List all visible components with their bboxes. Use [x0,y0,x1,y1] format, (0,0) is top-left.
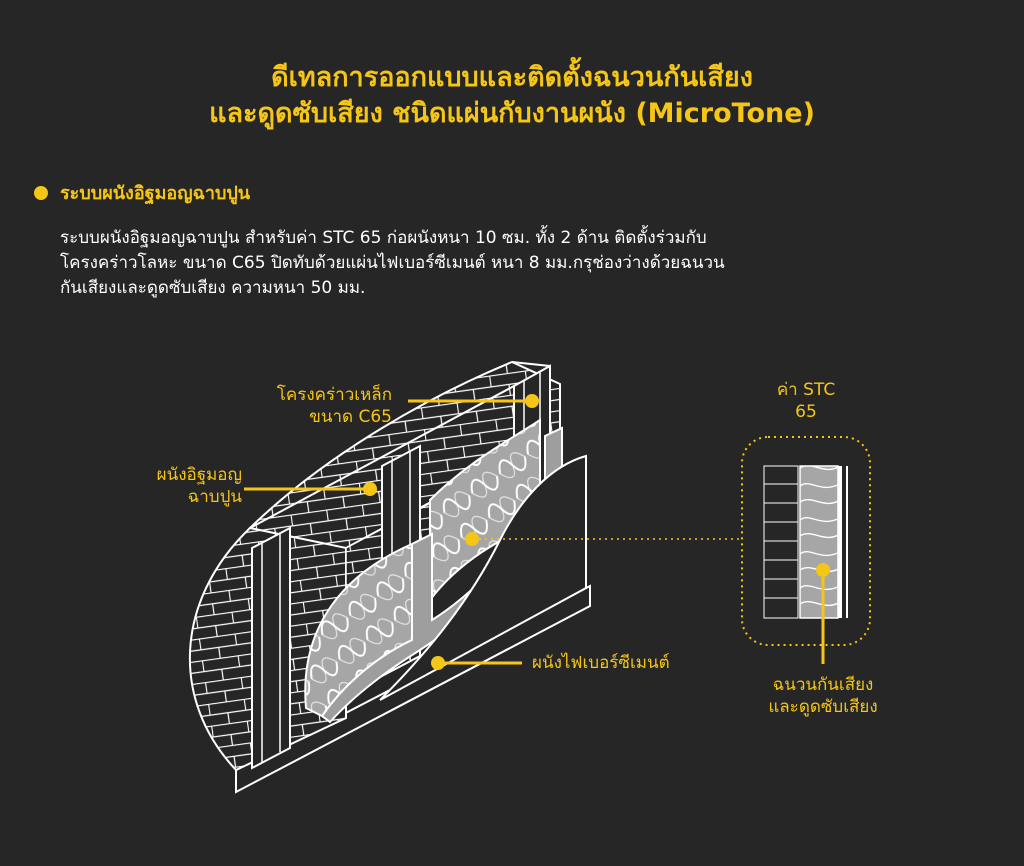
section-heading-label: ระบบผนังอิฐมอญฉาบปูน [60,183,251,204]
steel-frame-marker-icon [525,394,539,408]
fiber-cement-marker-icon [431,656,445,670]
inset-fiber-board [838,466,848,618]
brick-wall-marker-icon [363,482,377,496]
fiber-cement-front [379,454,587,701]
label-brick-wall: ผนังอิฐมอญ ฉาบปูน [156,465,242,507]
description-line-1: ระบบผนังอิฐมอญฉาบปูน สำหรับค่า STC 65 ก่… [60,228,707,248]
inset-insulation [799,465,839,619]
insulation-marker-icon [816,563,830,577]
title-line-1: ดีเทลการออกแบบและติดตั้งฉนวนกันเสียง [271,62,753,93]
title-line-2: และดูดซับเสียง ชนิดแผ่นกับงานผนัง (Micro… [209,98,815,129]
description-line-3: กันเสียงและดูดซับเสียง ความหนา 50 มม. [60,278,366,298]
section-heading: ระบบผนังอิฐมอญฉาบปูน [34,178,250,207]
bullet-icon [34,185,48,200]
wall-top-edge [249,361,551,529]
callout-lines [244,394,742,670]
steel-stud-left [251,526,291,770]
label-stc: ค่า STC 65 [776,380,836,422]
detail-link-marker-icon [465,532,479,546]
section-description: ระบบผนังอิฐมอญฉาบปูน สำหรับค่า STC 65 ก่… [60,226,820,301]
label-steel-frame: โครงคร่าวเหล็ก ขนาด C65 [276,385,392,427]
inset-brick-left [763,465,799,619]
floor-slab [235,584,591,794]
description-line-2: โครงคร่าวโลหะ ขนาด C65 ปิดทับด้วยแผ่นไฟเ… [60,253,725,273]
label-fiber-cement: ผนังไฟเบอร์ซีเมนต์ [532,653,670,673]
page-title: ดีเทลการออกแบบและติดตั้งฉนวนกันเสียง และ… [0,60,1024,132]
label-insulation: ฉนวนกันเสียง และดูดซับเสียง [768,675,878,717]
stc-detail-inset [741,436,871,664]
